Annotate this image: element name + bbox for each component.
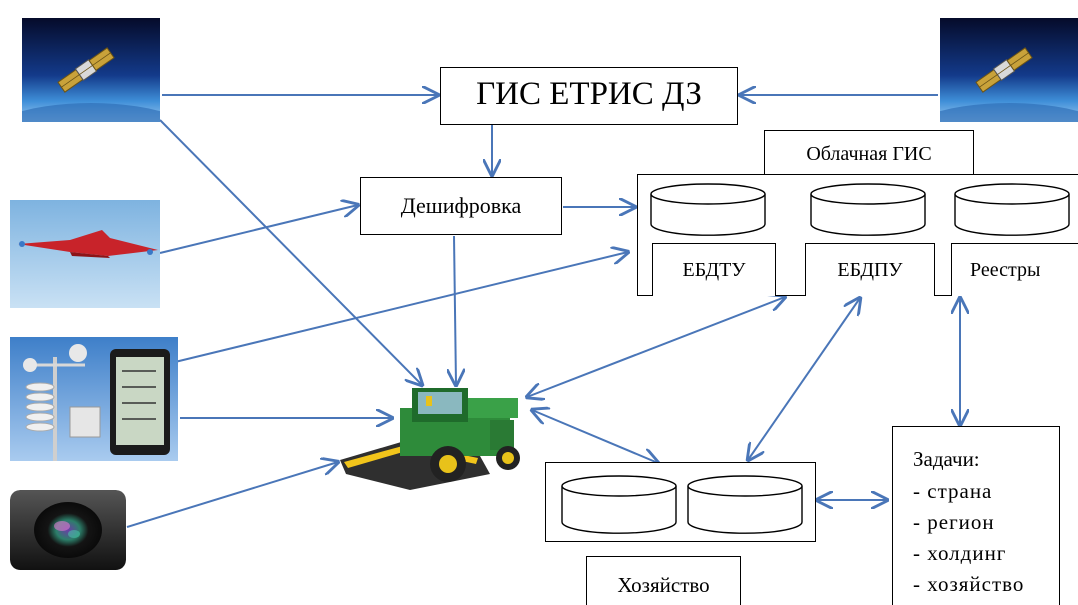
reestry-box: Реестры: [951, 243, 1078, 296]
arrow-deshifrovka-to-harvester: [454, 235, 456, 385]
arrow-weather-to-cloud: [174, 252, 628, 363]
ebdtu-label: ЕБДТУ: [682, 259, 746, 281]
tasks-title: Задачи:: [913, 447, 980, 471]
database-cylinder-farm-1: [561, 475, 677, 534]
satellite-icon: [22, 18, 160, 122]
arrow-camera-to-harvester: [126, 462, 338, 528]
database-cylinder-ebdtu: [650, 183, 766, 236]
camera-lens-icon: [10, 490, 126, 570]
ebdpu-label: ЕБДПУ: [837, 259, 903, 281]
uav-drone-icon: [10, 200, 160, 308]
task-item-country: - страна: [913, 479, 993, 503]
arrow-drone-to-deshifrovka: [159, 205, 358, 254]
khozyaystvo-label: Хозяйство: [617, 573, 710, 597]
combine-harvester-icon: [340, 378, 535, 496]
task-item-holding: - холдинг: [913, 541, 1007, 565]
ebdpu-box: ЕБДПУ: [805, 243, 935, 296]
task-item-region: - регион: [913, 510, 995, 534]
khozyaystvo-label-box: Хозяйство: [586, 556, 741, 605]
gis-etris-box: ГИС ЕТРИС ДЗ: [440, 67, 738, 125]
ebdtu-box: ЕБДТУ: [652, 243, 776, 296]
deshifrovka-box: Дешифровка: [360, 177, 562, 235]
weather-station-icon: [10, 337, 178, 461]
deshifrovka-label: Дешифровка: [400, 193, 522, 218]
arrow-ebdtu-harvester: [527, 297, 785, 397]
database-cylinder-ebdpu: [810, 183, 926, 236]
gis-etris-label: ГИС ЕТРИС ДЗ: [476, 76, 702, 112]
database-cylinder-farm-2: [687, 475, 803, 534]
task-item-farm: - хозяйство: [913, 572, 1025, 596]
arrow-ebdpu-khozyaystvo: [748, 298, 860, 460]
cloud-gis-label: Облачная ГИС: [806, 143, 932, 165]
reestry-label: Реестры: [970, 259, 1041, 281]
cloud-gis-title-box: Облачная ГИС: [764, 130, 974, 176]
tasks-box: Задачи: - страна - регион - холдинг - хо…: [892, 426, 1060, 605]
database-cylinder-reestry: [954, 183, 1070, 236]
arrow-harvester-khozyaystvo: [532, 410, 658, 463]
satellite-icon: [940, 18, 1078, 122]
arrow-satellite-to-harvester: [159, 119, 422, 385]
